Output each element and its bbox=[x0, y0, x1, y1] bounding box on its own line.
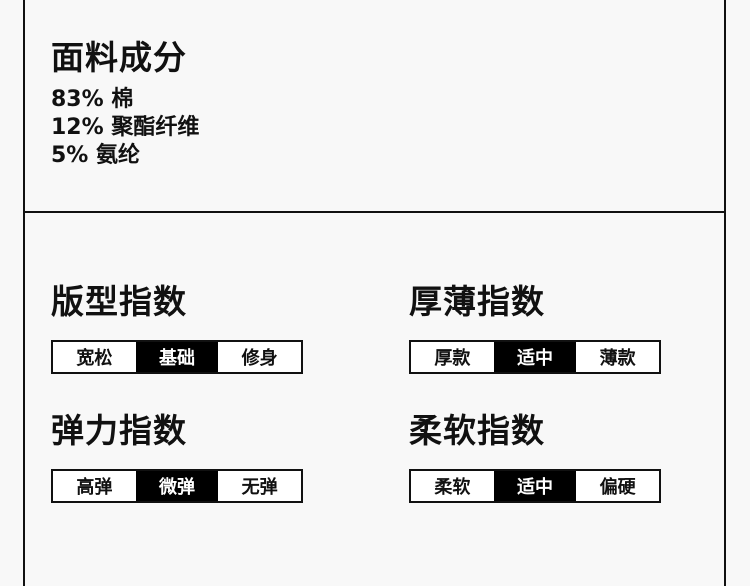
softness-index-title: 柔软指数 bbox=[409, 411, 545, 450]
fit-option-loose: 宽松 bbox=[76, 348, 113, 369]
thickness-option-thick: 厚款 bbox=[434, 348, 471, 369]
fit-option-slim: 修身 bbox=[241, 348, 278, 369]
fit-option-regular: 基础 bbox=[135, 342, 219, 372]
fabric-spandex: 5% 氨纶 bbox=[51, 143, 141, 168]
thickness-option-thin: 薄款 bbox=[599, 348, 636, 369]
fit-index: 版型指数 宽松 基础 修身 bbox=[51, 282, 303, 374]
softness-option-medium: 适中 bbox=[493, 471, 577, 501]
fabric-polyester: 12% 聚酯纤维 bbox=[51, 115, 200, 140]
elasticity-index-title: 弹力指数 bbox=[51, 411, 187, 450]
elasticity-option-high: 高弹 bbox=[76, 477, 113, 498]
softness-scale: 柔软 适中 偏硬 bbox=[409, 469, 661, 503]
thickness-option-medium: 适中 bbox=[493, 342, 577, 372]
elasticity-scale: 高弹 微弹 无弹 bbox=[51, 469, 303, 503]
fit-index-title: 版型指数 bbox=[51, 282, 187, 321]
fit-scale: 宽松 基础 修身 bbox=[51, 340, 303, 374]
thickness-scale: 厚款 适中 薄款 bbox=[409, 340, 661, 374]
elasticity-index: 弹力指数 高弹 微弹 无弹 bbox=[51, 411, 303, 503]
section-divider bbox=[23, 211, 726, 213]
fabric-cotton: 83% 棉 bbox=[51, 87, 134, 112]
fabric-composition: 面料成分 83% 棉 12% 聚酯纤维 5% 氨纶 bbox=[51, 36, 199, 170]
right-border bbox=[724, 0, 726, 586]
softness-option-soft: 柔软 bbox=[434, 477, 471, 498]
elasticity-option-slight: 微弹 bbox=[135, 471, 219, 501]
fabric-title: 面料成分 bbox=[51, 38, 187, 77]
thickness-index-title: 厚薄指数 bbox=[409, 282, 545, 321]
softness-index: 柔软指数 柔软 适中 偏硬 bbox=[409, 411, 661, 503]
left-border bbox=[23, 0, 25, 586]
thickness-index: 厚薄指数 厚款 适中 薄款 bbox=[409, 282, 661, 374]
softness-option-stiff: 偏硬 bbox=[599, 477, 636, 498]
elasticity-option-none: 无弹 bbox=[241, 477, 278, 498]
